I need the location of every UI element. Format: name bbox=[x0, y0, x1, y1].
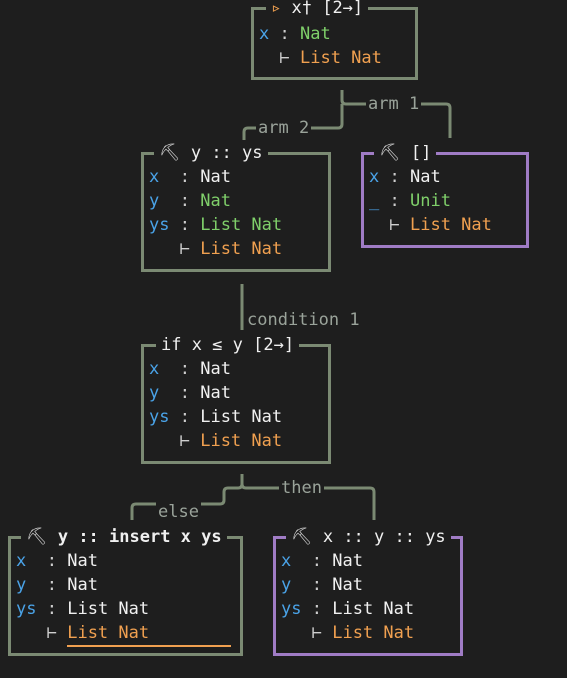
condition-node-header: if x ≤ y [2→] bbox=[156, 333, 300, 357]
pick-icon: ⛏ bbox=[159, 143, 181, 163]
else-node[interactable]: ⛏ y :: insert x ys x : Nat y : Nat ys : … bbox=[8, 525, 243, 656]
edge-label-arm1: arm 1 bbox=[366, 94, 422, 114]
pick-icon: ⛏ bbox=[379, 143, 401, 163]
else-node-title: y :: insert x ys bbox=[57, 527, 222, 547]
root-node-title: x† [2→] bbox=[291, 0, 364, 18]
then-node[interactable]: ⛏ x :: y :: ys x : Nat y : Nat ys : List… bbox=[273, 525, 463, 656]
root-node[interactable]: ▹ x† [2→] x : Nat ⊢ List Nat bbox=[251, 0, 418, 80]
context-entry: x : Nat bbox=[149, 359, 231, 379]
context-entry: y : Nat bbox=[149, 383, 231, 403]
condition-node-title: if x ≤ y [2→] bbox=[161, 335, 295, 355]
arm2-node-title: y :: ys bbox=[190, 143, 263, 163]
pick-icon: ⛏ bbox=[26, 527, 48, 547]
edge-label-then: then bbox=[279, 478, 324, 498]
context-entry: x : Nat bbox=[16, 551, 98, 571]
context-entry: _ : Unit bbox=[369, 191, 451, 211]
edge-label-condition: condition 1 bbox=[245, 310, 362, 330]
goal-line: ⊢ List Nat bbox=[311, 623, 415, 643]
condition-node[interactable]: if x ≤ y [2→] x : Nat y : Nat ys : List … bbox=[141, 333, 331, 464]
edge-cond-then bbox=[240, 483, 376, 520]
edge-label-else: else bbox=[156, 502, 201, 522]
context-entry: y : Nat bbox=[149, 191, 231, 211]
root-node-header: ▹ x† [2→] bbox=[266, 0, 369, 20]
context-entry: y : Nat bbox=[281, 575, 363, 595]
arm2-node-header: ⛏ y :: ys bbox=[154, 141, 268, 165]
arm2-node[interactable]: ⛏ y :: ys x : Nat y : Nat ys : List Nat … bbox=[141, 141, 331, 272]
selected-goal[interactable]: List Nat bbox=[67, 621, 232, 647]
arm1-node[interactable]: ⛏ [] x : Nat _ : Unit ⊢ List Nat bbox=[361, 141, 529, 248]
context-entry: ys : List Nat bbox=[16, 599, 150, 619]
context-entry: x : Nat bbox=[149, 167, 231, 187]
context-entry: x : Nat bbox=[281, 551, 363, 571]
then-node-header: ⛏ x :: y :: ys bbox=[286, 525, 451, 549]
goal-line: ⊢ List Nat bbox=[179, 239, 283, 259]
goal-line: ⊢ List Nat bbox=[279, 48, 382, 68]
pick-icon: ⛏ bbox=[291, 527, 313, 547]
context-entry: ys : List Nat bbox=[149, 215, 283, 235]
context-entry: x : Nat bbox=[369, 167, 441, 187]
edge-label-arm2: arm 2 bbox=[256, 118, 312, 138]
context-entry: y : Nat bbox=[16, 575, 98, 595]
context-entry: x : Nat bbox=[259, 24, 331, 44]
goal-line: ⊢ List Nat bbox=[179, 431, 283, 451]
play-icon: ▹ bbox=[271, 0, 282, 18]
context-entry: ys : List Nat bbox=[149, 407, 283, 427]
context-entry: ys : List Nat bbox=[281, 599, 415, 619]
then-node-title: x :: y :: ys bbox=[322, 527, 446, 547]
edge-cond-else bbox=[130, 474, 244, 520]
else-node-header: ⛏ y :: insert x ys bbox=[21, 525, 227, 549]
goal-line: ⊢ List Nat bbox=[389, 215, 492, 235]
arm1-node-title: [] bbox=[410, 143, 432, 163]
goal-line: ⊢ List Nat bbox=[16, 621, 232, 647]
arm1-node-header: ⛏ [] bbox=[374, 141, 437, 165]
